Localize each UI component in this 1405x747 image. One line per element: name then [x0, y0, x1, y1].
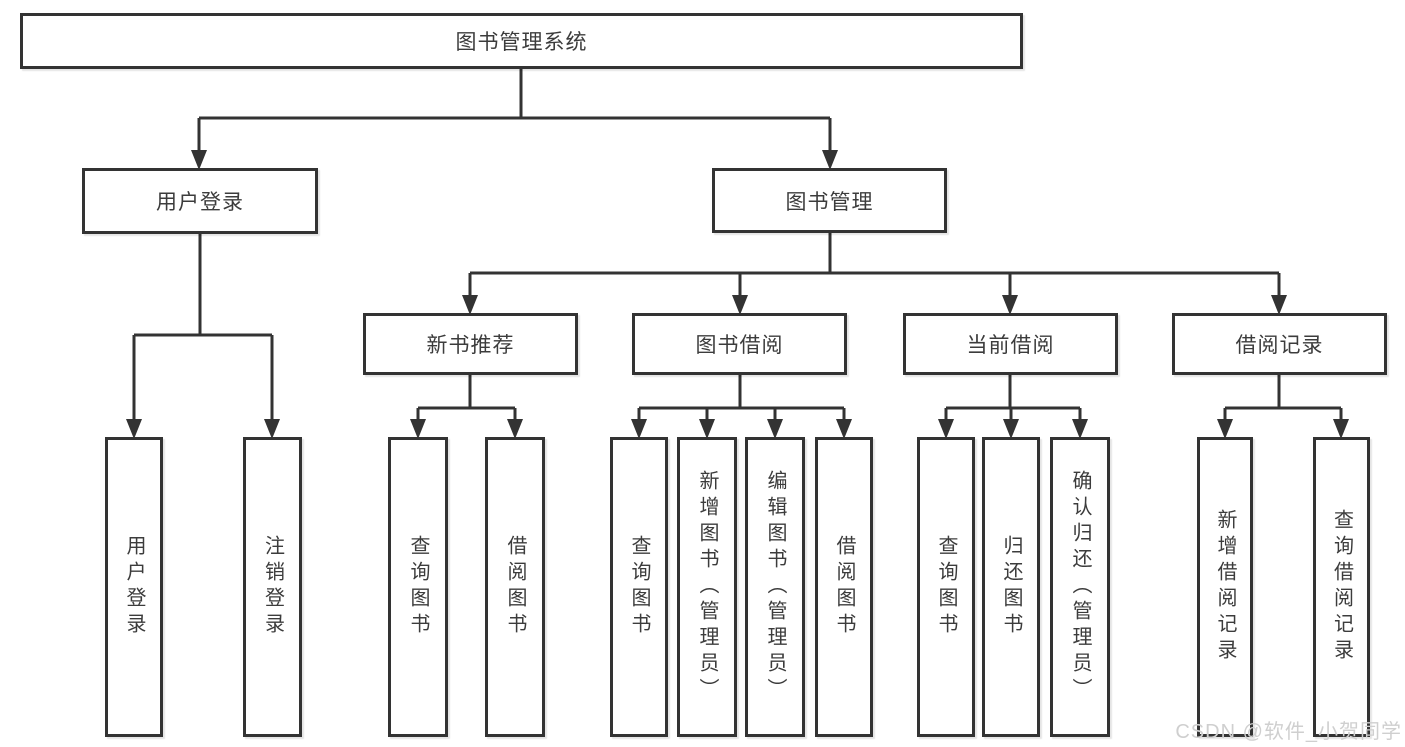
node-book-borrow: 图书借阅 — [632, 313, 847, 375]
leaf-query-books-recommend: 查询图书 — [388, 437, 448, 737]
watermark: CSDN @软件_小贺同学 — [1175, 721, 1402, 743]
leaf-edit-books-admin: 编辑图书（管理员） — [745, 437, 805, 737]
leaf-logout: 注销登录 — [243, 437, 302, 737]
node-book-management: 图书管理 — [712, 168, 947, 233]
node-borrow-records: 借阅记录 — [1172, 313, 1387, 375]
leaf-user-login: 用户登录 — [105, 437, 163, 737]
node-user-login: 用户登录 — [82, 168, 318, 234]
leaf-query-books-current: 查询图书 — [917, 437, 975, 737]
leaf-confirm-return-admin: 确认归还（管理员） — [1050, 437, 1110, 737]
node-current-borrow: 当前借阅 — [903, 313, 1118, 375]
node-new-book-recommend: 新书推荐 — [363, 313, 578, 375]
node-root: 图书管理系统 — [20, 13, 1023, 69]
leaf-add-borrow-record: 新增借阅记录 — [1197, 437, 1253, 737]
leaf-query-books-borrow: 查询图书 — [610, 437, 668, 737]
leaf-borrow-books: 借阅图书 — [815, 437, 873, 737]
leaf-return-books: 归还图书 — [982, 437, 1040, 737]
leaf-add-books-admin: 新增图书（管理员） — [677, 437, 737, 737]
leaf-query-borrow-record: 查询借阅记录 — [1313, 437, 1370, 737]
leaf-borrow-books-recommend: 借阅图书 — [485, 437, 545, 737]
